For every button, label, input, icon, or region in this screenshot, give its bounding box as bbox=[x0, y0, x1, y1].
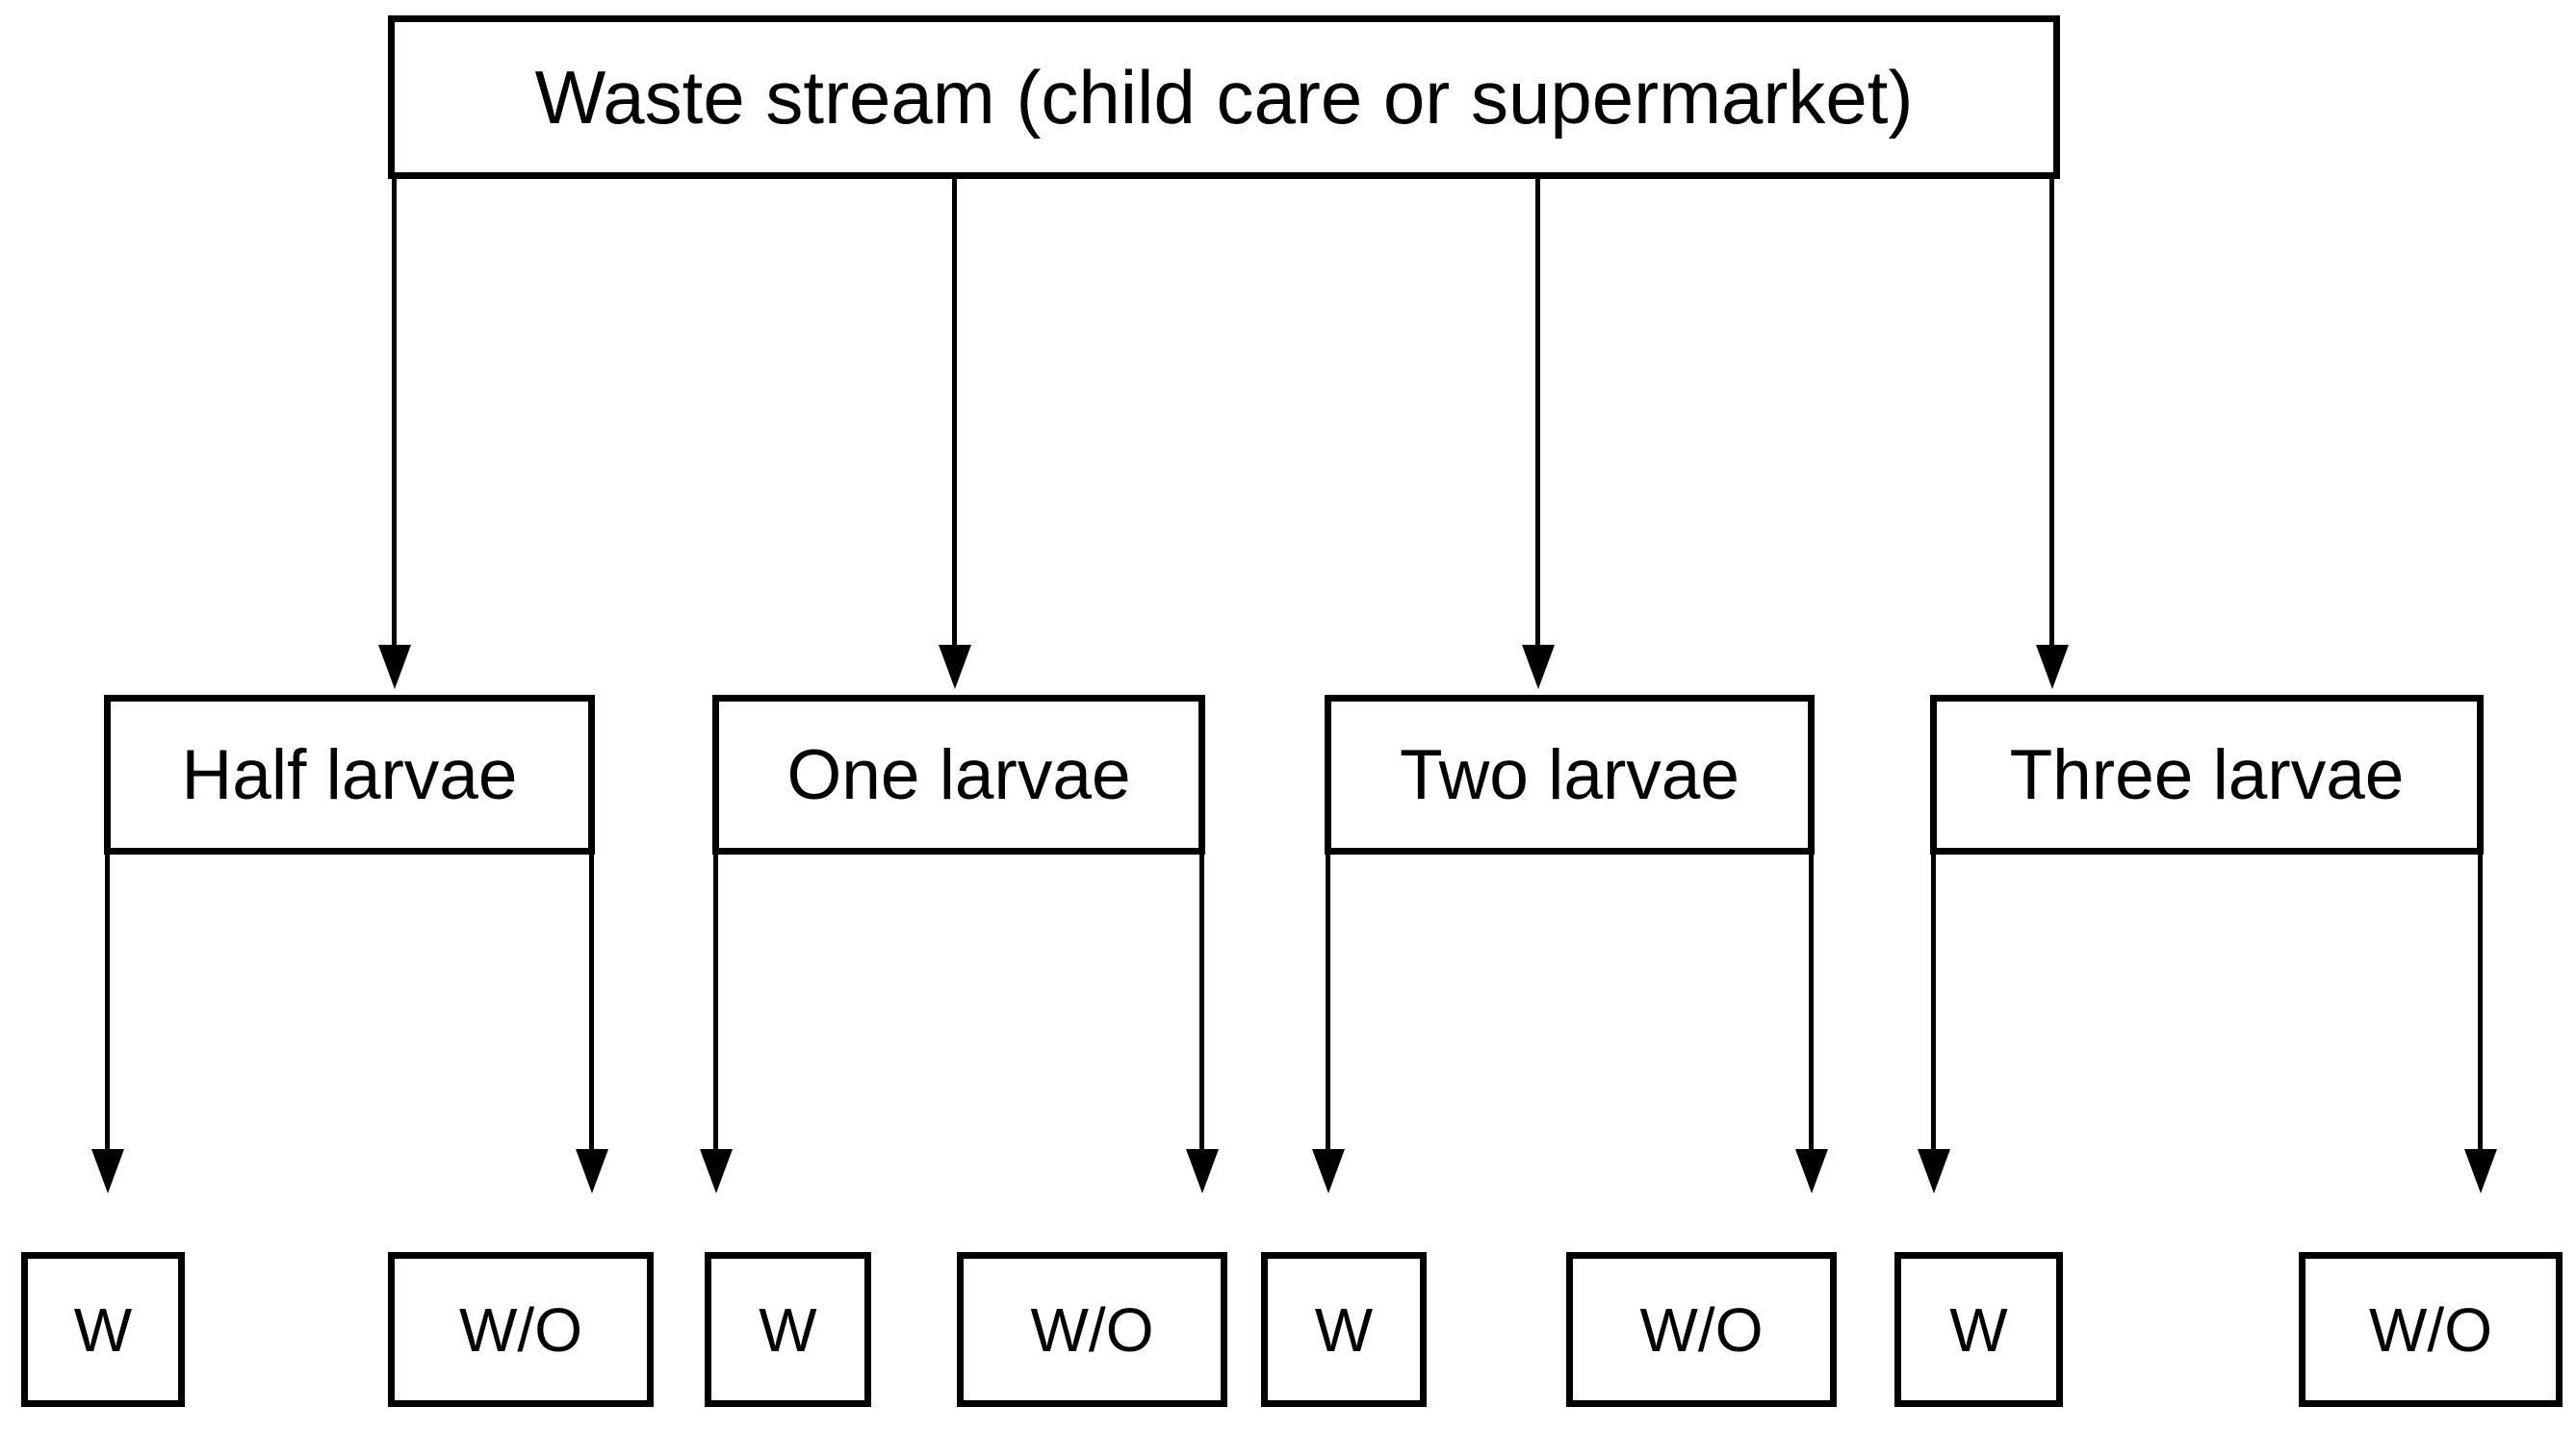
node-two-larvae: Two larvae bbox=[1325, 695, 1815, 855]
arrow-two-larvae-to-w bbox=[1326, 853, 1330, 1151]
node-waste-stream: Waste stream (child care or supermarket) bbox=[388, 15, 2060, 179]
node-leaf-wo-3-label: W/O bbox=[1639, 1294, 1764, 1365]
node-half-larvae: Half larvae bbox=[104, 695, 595, 855]
node-one-larvae-label: One larvae bbox=[786, 735, 1131, 814]
node-leaf-wo-3: W/O bbox=[1566, 1252, 1837, 1407]
node-leaf-w-4-label: W bbox=[1949, 1294, 2008, 1365]
arrow-root-to-three-larvae bbox=[2049, 179, 2054, 647]
node-leaf-w-2: W bbox=[705, 1252, 871, 1407]
arrow-root-to-half-larvae bbox=[392, 179, 397, 647]
arrow-half-larvae-to-wo bbox=[589, 853, 594, 1151]
arrow-root-to-one-larvae bbox=[952, 179, 957, 647]
node-leaf-wo-4: W/O bbox=[2299, 1252, 2563, 1407]
node-leaf-wo-1: W/O bbox=[388, 1252, 654, 1407]
node-three-larvae-label: Three larvae bbox=[2009, 735, 2405, 814]
node-leaf-w-3-label: W bbox=[1314, 1294, 1374, 1365]
arrow-two-larvae-to-wo bbox=[1809, 853, 1814, 1151]
node-leaf-wo-2: W/O bbox=[957, 1252, 1227, 1407]
arrow-three-larvae-to-wo bbox=[2478, 853, 2483, 1151]
node-leaf-w-1-label: W bbox=[73, 1294, 133, 1365]
arrow-three-larvae-to-w bbox=[1931, 853, 1936, 1151]
node-waste-stream-label: Waste stream (child care or supermarket) bbox=[534, 54, 1914, 140]
arrow-one-larvae-to-wo bbox=[1199, 853, 1204, 1151]
node-two-larvae-label: Two larvae bbox=[1400, 735, 1739, 814]
node-leaf-w-1: W bbox=[21, 1252, 185, 1407]
node-leaf-wo-1-label: W/O bbox=[459, 1294, 582, 1365]
node-leaf-w-3: W bbox=[1261, 1252, 1427, 1407]
node-three-larvae: Three larvae bbox=[1930, 695, 2484, 855]
node-leaf-w-2-label: W bbox=[759, 1294, 817, 1365]
node-one-larvae: One larvae bbox=[712, 695, 1205, 855]
arrow-one-larvae-to-w bbox=[713, 853, 718, 1151]
node-leaf-w-4: W bbox=[1894, 1252, 2063, 1407]
node-half-larvae-label: Half larvae bbox=[181, 735, 518, 814]
arrow-half-larvae-to-w bbox=[105, 853, 110, 1151]
arrow-root-to-two-larvae bbox=[1535, 179, 1540, 647]
node-leaf-wo-2-label: W/O bbox=[1030, 1294, 1154, 1365]
node-leaf-wo-4-label: W/O bbox=[2369, 1294, 2492, 1365]
